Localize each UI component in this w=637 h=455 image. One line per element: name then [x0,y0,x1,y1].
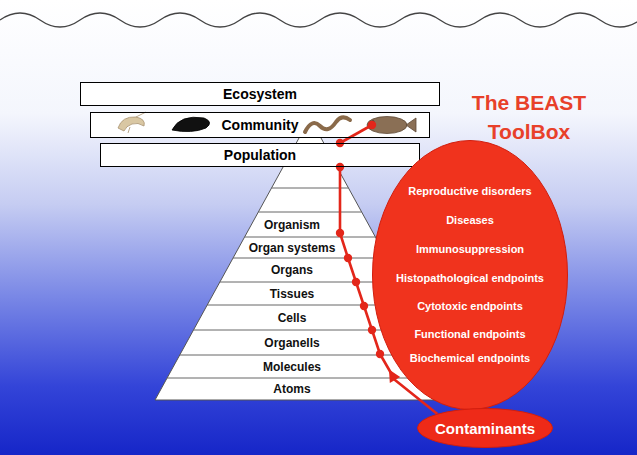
node-label: Organism [264,218,320,232]
pathway-dot [336,163,344,171]
contaminant-ellipse: Contaminants [417,408,553,448]
pathway-dot [336,229,344,237]
node-label: Community [222,117,299,133]
pyramid-band: Organells [264,336,319,350]
mussel-icon [172,117,210,131]
endpoint-text: Immunosuppression [372,243,568,255]
pathway-dot [368,326,376,334]
pyramid-band: Molecules [263,360,321,374]
flatfish-icon [367,117,416,134]
level-box-fills [80,82,440,167]
endpoint-text: Reproductive disorders [372,185,568,197]
pathway-dot [344,254,352,262]
endpoint-text: Functional endpoints [372,328,568,340]
node-label: Cells [278,311,307,325]
pathway-dot [360,302,368,310]
node-label: Atoms [273,382,310,396]
level-box: Community [90,112,430,138]
node-label: Organ systems [249,241,336,255]
node-label: Organells [264,336,319,350]
node-label: Contaminants [435,420,535,437]
worm-icon [305,117,350,132]
node-label: Molecules [263,360,321,374]
toolbox-title: The BEAST ToolBox [468,88,590,147]
endpoint-ellipse: Reproductive disordersDiseasesImmunosupp… [372,140,568,410]
pyramid-band: Tissues [270,287,314,301]
endpoint-text: Diseases [372,214,568,226]
endpoint-text: Histopathological endpoints [372,272,568,284]
node-label: Ecosystem [223,86,297,102]
endpoint-text: Cytotoxic endpoints [372,300,568,312]
pathway-dot [368,121,376,129]
endpoint-text: Biochemical endpoints [372,352,568,364]
pyramid-band: Organ systems [249,241,336,255]
pathway-dot [352,278,360,286]
arrow-head [389,370,400,383]
pyramid-band: Organism [264,218,320,232]
pyramid-band: Organs [271,263,313,277]
level-box: Ecosystem [80,82,440,106]
pathway-line [340,125,372,143]
level-box: Population [100,143,420,167]
node-label: Tissues [270,287,314,301]
shrimp-icon [118,112,146,133]
node-label: Population [224,147,296,163]
pyramid-band: Cells [278,311,307,325]
sea-surface-wave [0,13,637,27]
node-label: Organs [271,263,313,277]
pyramid-band: Atoms [273,382,310,396]
pathway-dot [376,350,384,358]
